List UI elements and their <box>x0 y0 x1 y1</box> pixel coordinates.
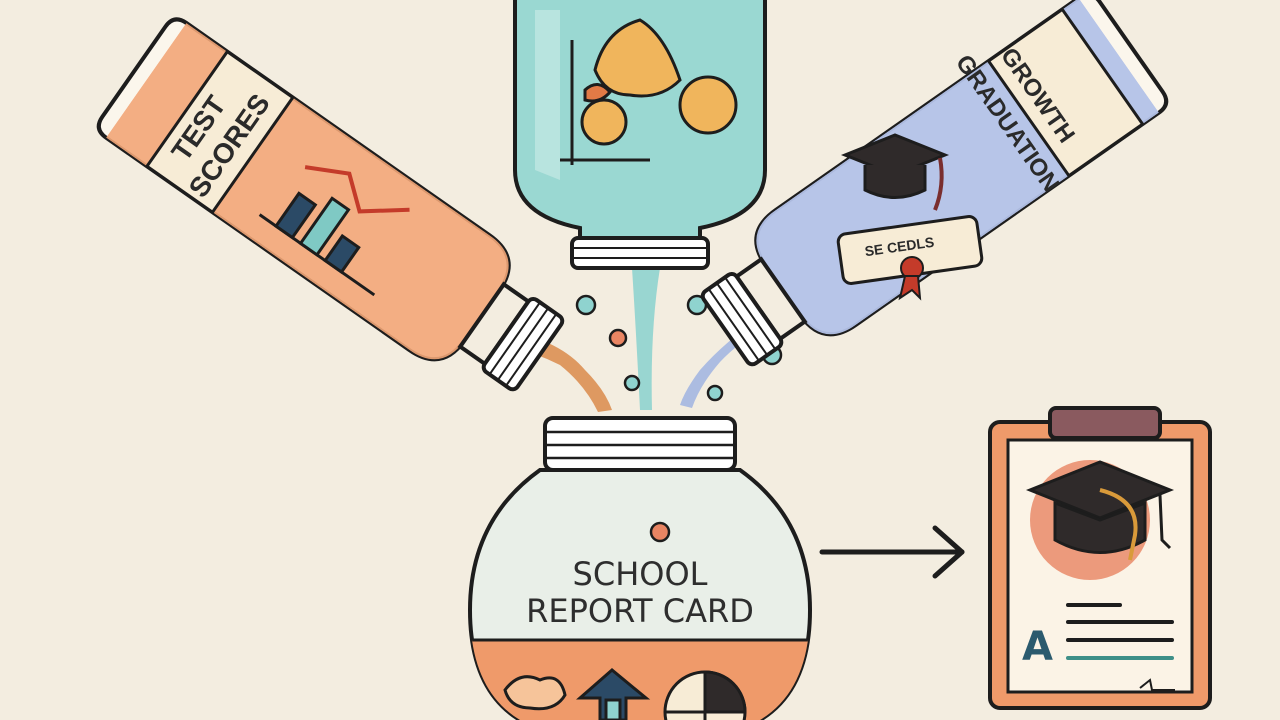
label-panel <box>986 7 1145 178</box>
test-scores-bottle: TEST SCORES <box>96 17 565 392</box>
droplet <box>623 374 641 392</box>
jar-bubble <box>649 521 671 543</box>
jar-title-line2: REPORT CARD <box>526 592 754 630</box>
report-card-icon: A <box>988 406 1212 710</box>
label-panel <box>144 49 295 215</box>
bottle-highlight <box>535 10 560 180</box>
text-lines <box>1066 603 1174 660</box>
droplet <box>608 328 628 348</box>
droplet <box>575 294 597 316</box>
graduation-cap-icon <box>840 133 950 211</box>
clipboard-clip <box>1048 406 1162 440</box>
scatter-chart-icon <box>560 18 738 165</box>
map-icon <box>503 675 567 711</box>
teal-stream <box>632 268 660 410</box>
data-bottle <box>513 0 767 270</box>
jar-title-line1: SCHOOL <box>573 555 708 593</box>
graduation-cap-icon <box>1025 460 1175 561</box>
bar-chart-icon <box>258 165 410 297</box>
grade-letter: A <box>1022 624 1053 670</box>
report-card-jar: SCHOOL REPORT CARD <box>467 416 813 720</box>
up-arrow-icon <box>576 668 651 720</box>
signature-mark <box>1139 678 1175 691</box>
diploma-icon: SE CEDLS <box>836 215 984 301</box>
pie-chart-icon <box>663 670 747 720</box>
droplet <box>706 384 724 402</box>
arrow-right-icon <box>819 525 965 579</box>
bottle-cap <box>570 236 710 270</box>
